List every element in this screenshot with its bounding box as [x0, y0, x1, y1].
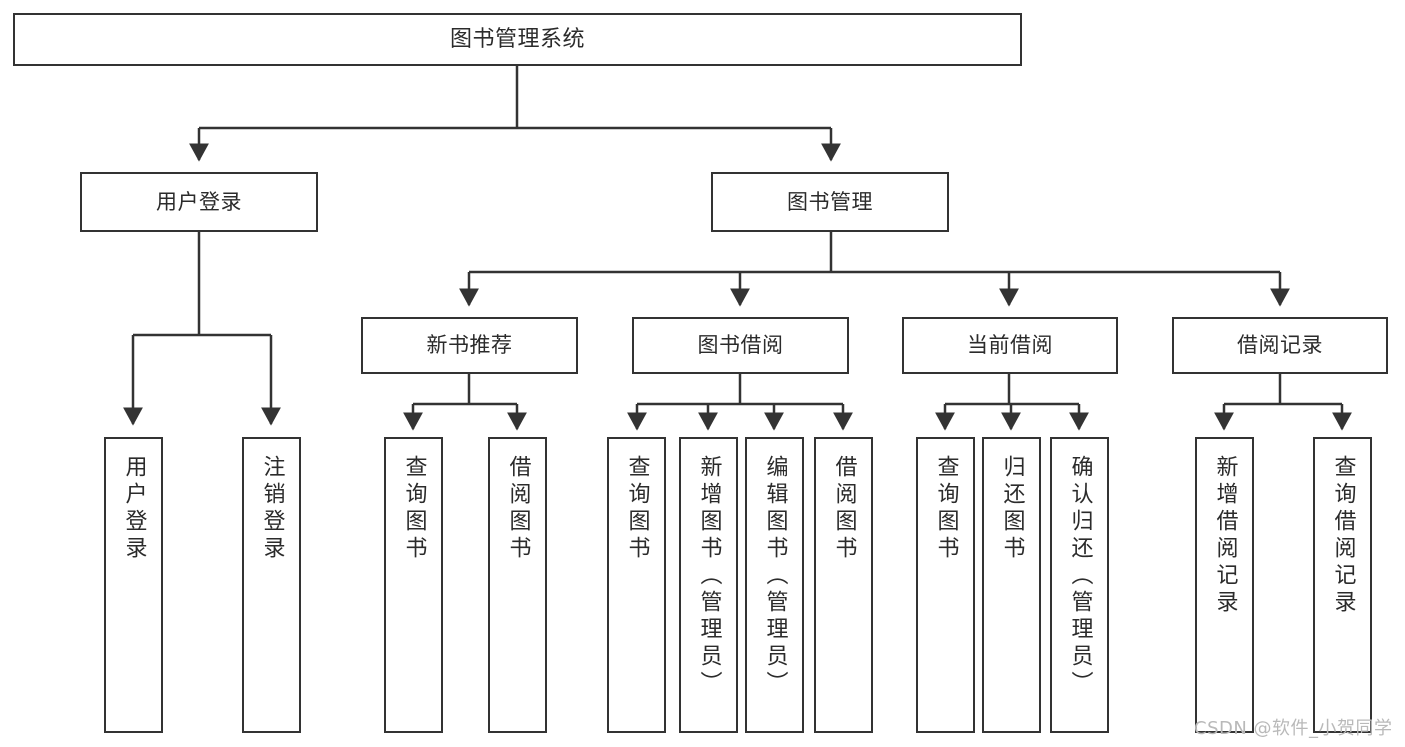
- node-leaf-add-borrow-record[interactable]: 新增借阅记录: [1195, 437, 1254, 733]
- node-leaf-query-book-2[interactable]: 查询图书: [607, 437, 666, 733]
- node-leaf-query-book-3[interactable]: 查询图书: [916, 437, 975, 733]
- node-leaf-query-borrow-record[interactable]: 查询借阅记录: [1313, 437, 1372, 733]
- node-leaf-edit-book-admin[interactable]: 编辑图书（管理员）: [745, 437, 804, 733]
- node-leaf-borrow-book-2[interactable]: 借阅图书: [814, 437, 873, 733]
- node-label: 新增借阅记录: [1212, 455, 1238, 617]
- node-label: 当前借阅: [967, 333, 1053, 358]
- node-leaf-return-book[interactable]: 归还图书: [982, 437, 1041, 733]
- node-label: 查询图书: [624, 455, 650, 563]
- node-leaf-query-book-1[interactable]: 查询图书: [384, 437, 443, 733]
- node-label: 编辑图书（管理员）: [762, 455, 788, 698]
- node-leaf-logout-login[interactable]: 注销登录: [242, 437, 301, 733]
- node-label: 用户登录: [156, 189, 242, 214]
- node-label: 借阅图书: [505, 455, 531, 563]
- node-label: 归还图书: [999, 455, 1025, 563]
- node-label: 新书推荐: [426, 333, 513, 358]
- node-label: 借阅记录: [1237, 333, 1323, 358]
- node-leaf-confirm-return-admin[interactable]: 确认归还（管理员）: [1050, 437, 1109, 733]
- node-borrow-record[interactable]: 借阅记录: [1172, 317, 1388, 374]
- node-book-management[interactable]: 图书管理: [711, 172, 949, 232]
- node-book-borrow[interactable]: 图书借阅: [632, 317, 849, 374]
- node-label: 查询图书: [933, 455, 959, 563]
- node-leaf-user-login[interactable]: 用户登录: [104, 437, 163, 733]
- node-new-book-recommend[interactable]: 新书推荐: [361, 317, 578, 374]
- node-label: 借阅图书: [831, 455, 857, 563]
- node-label: 图书管理系统: [449, 26, 585, 52]
- node-label: 用户登录: [121, 455, 147, 563]
- node-label: 查询图书: [401, 455, 427, 563]
- node-current-borrow[interactable]: 当前借阅: [902, 317, 1118, 374]
- node-user-login[interactable]: 用户登录: [80, 172, 318, 232]
- node-root-system[interactable]: 图书管理系统: [13, 13, 1022, 66]
- node-label: 图书借阅: [697, 333, 784, 358]
- node-leaf-add-book-admin[interactable]: 新增图书（管理员）: [679, 437, 738, 733]
- node-label: 图书管理: [787, 189, 873, 214]
- node-label: 新增图书（管理员）: [696, 455, 722, 698]
- node-label: 查询借阅记录: [1330, 455, 1356, 617]
- node-leaf-borrow-book-1[interactable]: 借阅图书: [488, 437, 547, 733]
- node-label: 注销登录: [259, 455, 285, 563]
- node-label: 确认归还（管理员）: [1067, 455, 1093, 698]
